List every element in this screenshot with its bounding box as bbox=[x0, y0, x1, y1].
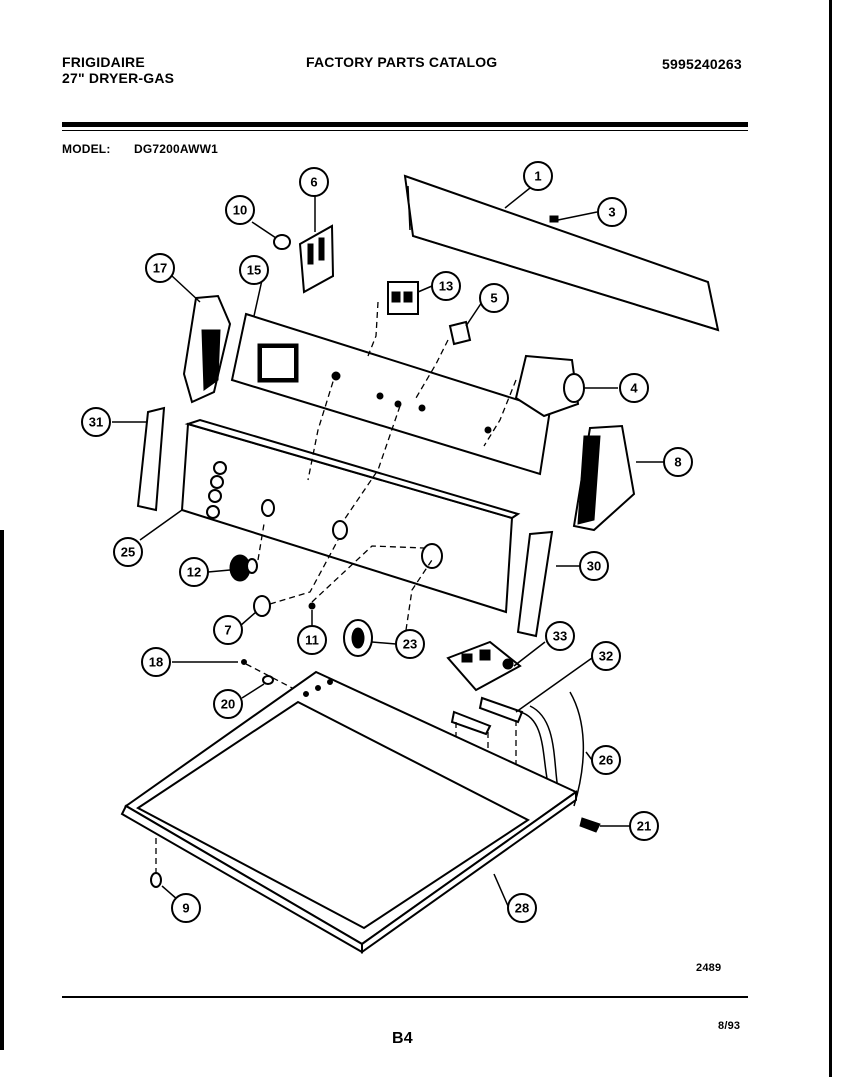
part-push-switch bbox=[415, 301, 483, 399]
drawing-number: 2489 bbox=[696, 962, 722, 974]
callout-6: 6 bbox=[299, 167, 329, 197]
svg-text:26: 26 bbox=[599, 753, 613, 768]
callout-21: 21 bbox=[629, 811, 659, 841]
svg-text:15: 15 bbox=[247, 263, 261, 278]
svg-text:31: 31 bbox=[89, 415, 103, 430]
callout-20: 20 bbox=[213, 689, 243, 719]
callout-23: 23 bbox=[395, 629, 425, 659]
callout-1: 1 bbox=[523, 161, 553, 191]
callout-28: 28 bbox=[507, 893, 537, 923]
svg-text:17: 17 bbox=[153, 261, 167, 276]
svg-text:4: 4 bbox=[630, 381, 638, 396]
part-left-trim bbox=[112, 406, 166, 512]
header-rule-thin bbox=[62, 130, 748, 131]
callout-3: 3 bbox=[597, 197, 627, 227]
callout-33: 33 bbox=[545, 621, 575, 651]
callout-12: 12 bbox=[179, 557, 209, 587]
callout-31: 31 bbox=[81, 407, 111, 437]
callout-30: 30 bbox=[579, 551, 609, 581]
catalog-title: FACTORY PARTS CATALOG bbox=[306, 54, 498, 70]
svg-text:6: 6 bbox=[310, 175, 317, 190]
callout-32: 32 bbox=[591, 641, 621, 671]
callout-8: 8 bbox=[663, 447, 693, 477]
part-control-board bbox=[446, 640, 546, 692]
page-label: B4 bbox=[392, 1030, 413, 1047]
page-border-right bbox=[829, 0, 832, 1077]
product-name: 27" DRYER-GAS bbox=[62, 70, 175, 86]
callout-13: 13 bbox=[431, 271, 461, 301]
svg-text:10: 10 bbox=[233, 203, 247, 218]
part-top-cover bbox=[120, 670, 578, 954]
header-rule bbox=[62, 122, 748, 127]
svg-text:7: 7 bbox=[224, 623, 231, 638]
svg-text:23: 23 bbox=[403, 637, 417, 652]
part-console bbox=[139, 371, 521, 614]
svg-text:30: 30 bbox=[587, 559, 601, 574]
svg-text:8: 8 bbox=[674, 455, 681, 470]
footer-rule bbox=[62, 996, 748, 998]
catalog-number: 5995240263 bbox=[662, 56, 742, 72]
part-foot-9 bbox=[150, 838, 179, 901]
callout-26: 26 bbox=[591, 745, 621, 775]
callout-10: 10 bbox=[225, 195, 255, 225]
part-rear-panel bbox=[403, 174, 720, 332]
part-clip-20 bbox=[241, 675, 274, 699]
callout-9: 9 bbox=[171, 893, 201, 923]
callout-4: 4 bbox=[619, 373, 649, 403]
callout-5: 5 bbox=[479, 283, 509, 313]
svg-text:33: 33 bbox=[553, 629, 567, 644]
svg-text:21: 21 bbox=[637, 819, 651, 834]
part-right-endcap bbox=[572, 424, 664, 532]
brand-name: FRIGIDAIRE bbox=[62, 54, 145, 70]
svg-text:28: 28 bbox=[515, 901, 529, 916]
svg-text:11: 11 bbox=[305, 633, 319, 648]
svg-text:12: 12 bbox=[187, 565, 201, 580]
part-switch bbox=[367, 281, 433, 357]
callout-7: 7 bbox=[213, 615, 243, 645]
part-timer bbox=[483, 354, 618, 447]
part-small-knob bbox=[251, 221, 291, 250]
svg-text:25: 25 bbox=[121, 545, 135, 560]
part-screw-11 bbox=[308, 545, 425, 626]
part-left-endcap bbox=[171, 275, 232, 404]
part-timer-knob bbox=[343, 559, 433, 657]
svg-text:9: 9 bbox=[182, 901, 189, 916]
part-bracket bbox=[298, 190, 335, 294]
part-knob-7 bbox=[239, 539, 339, 627]
svg-text:20: 20 bbox=[221, 697, 235, 712]
svg-text:5: 5 bbox=[490, 291, 497, 306]
part-screw-18 bbox=[172, 659, 301, 693]
part-screw-21 bbox=[579, 817, 630, 833]
part-control-panel bbox=[230, 279, 552, 476]
svg-text:13: 13 bbox=[439, 279, 453, 294]
callout-17: 17 bbox=[145, 253, 175, 283]
svg-text:18: 18 bbox=[149, 655, 163, 670]
callout-18: 18 bbox=[141, 647, 171, 677]
callout-25: 25 bbox=[113, 537, 143, 567]
part-right-trim bbox=[516, 530, 580, 638]
callout-11: 11 bbox=[297, 625, 327, 655]
svg-text:32: 32 bbox=[599, 649, 613, 664]
part-knob-12 bbox=[207, 523, 265, 582]
page-border-left bbox=[0, 530, 4, 1050]
svg-text:1: 1 bbox=[534, 169, 541, 184]
model-label: MODEL: bbox=[62, 142, 111, 156]
svg-text:3: 3 bbox=[608, 205, 615, 220]
revision-date: 8/93 bbox=[718, 1020, 741, 1032]
callout-15: 15 bbox=[239, 255, 269, 285]
model-number: DG7200AWW1 bbox=[134, 142, 219, 156]
